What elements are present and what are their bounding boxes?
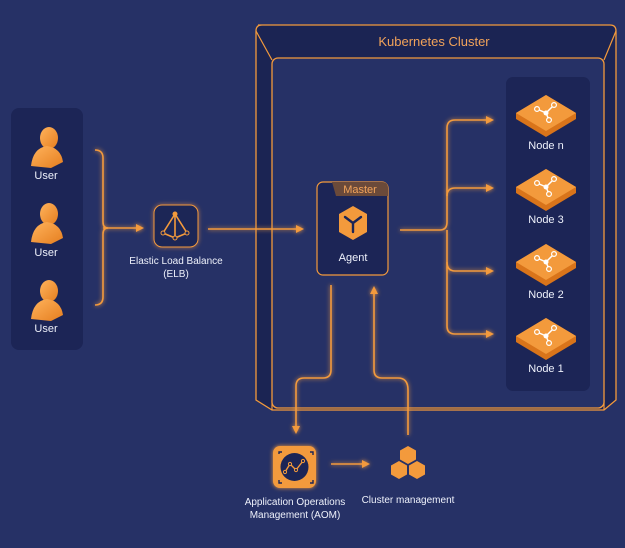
- monitoring-chart-icon: [273, 446, 316, 488]
- arrow-to-node-1: [446, 262, 494, 338]
- cluster-title: Kubernetes Cluster: [378, 34, 490, 49]
- node-icon: [516, 318, 576, 360]
- master-badge: Master: [343, 184, 377, 196]
- node-label: Node 1: [528, 363, 564, 375]
- node-label: Node 2: [528, 289, 564, 301]
- hexagon-cluster-icon: [391, 446, 425, 479]
- cluster-management-label: Cluster management: [361, 495, 455, 506]
- arrow-to-node-3: [446, 184, 494, 197]
- user-label: User: [34, 323, 58, 335]
- load-balancer-icon: [153, 204, 199, 248]
- node-label: Node 3: [528, 214, 564, 226]
- elb-label: Elastic Load Balance: [129, 256, 223, 267]
- aom-label: Application Operations: [244, 497, 346, 508]
- node-icon: [516, 244, 576, 286]
- aom-label-abbr: Management (AOM): [249, 510, 341, 521]
- elb-label-abbr: (ELB): [163, 269, 189, 280]
- node-icon: [516, 95, 576, 137]
- agent-label: Agent: [338, 252, 368, 264]
- user-label: User: [34, 170, 58, 182]
- user-label: User: [34, 247, 58, 259]
- cluster-mgmt-to-master-arrow: [370, 286, 409, 435]
- arrow-to-node-n: [439, 116, 494, 231]
- user-icon: [31, 127, 63, 168]
- user-icon: [31, 280, 63, 321]
- node-label: Node n: [528, 140, 564, 152]
- connectors: [94, 116, 494, 468]
- user-icon: [31, 203, 63, 244]
- agent-cube-icon: [339, 206, 367, 240]
- nodes-panel: [506, 77, 590, 391]
- node-icon: [516, 169, 576, 211]
- master-to-aom-arrow: [292, 285, 332, 434]
